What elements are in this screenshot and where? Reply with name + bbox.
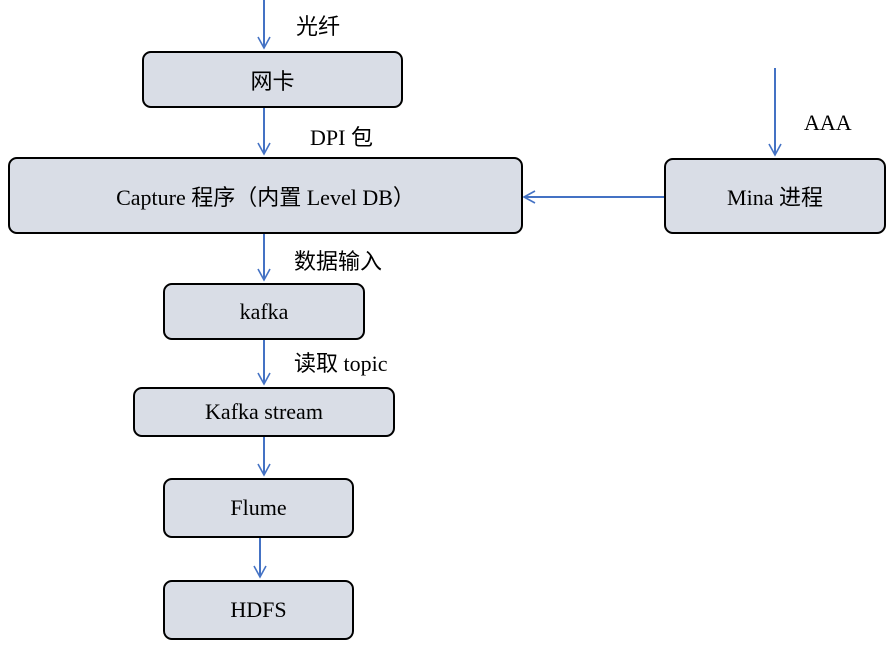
kafka-stream-node: Kafka stream bbox=[133, 387, 395, 437]
edge-label-read-topic: 读取 topic bbox=[294, 351, 388, 376]
flume-label: Flume bbox=[230, 495, 287, 520]
capture-node: Capture 程序（内置 Level DB） bbox=[8, 157, 523, 234]
nic-label: 网卡 bbox=[250, 68, 295, 94]
capture-label: Capture 程序（内置 Level DB） bbox=[116, 184, 415, 210]
hdfs-label: HDFS bbox=[230, 597, 287, 622]
kafka-label: kafka bbox=[239, 298, 289, 324]
edge-label-dpi: DPI 包 bbox=[310, 125, 373, 150]
edge-label-data-input: 数据输入 bbox=[294, 249, 383, 274]
edge-label-fiber: 光纤 bbox=[296, 14, 341, 39]
kafka-stream-label: Kafka stream bbox=[205, 399, 323, 424]
mina-label: Mina 进程 bbox=[727, 185, 823, 210]
flume-node: Flume bbox=[163, 478, 354, 538]
mina-node: Mina 进程 bbox=[664, 158, 886, 234]
hdfs-node: HDFS bbox=[163, 580, 354, 640]
kafka-node: kafka bbox=[163, 283, 365, 340]
nic-node: 网卡 bbox=[142, 51, 403, 108]
edge-label-aaa: AAA bbox=[804, 110, 852, 135]
